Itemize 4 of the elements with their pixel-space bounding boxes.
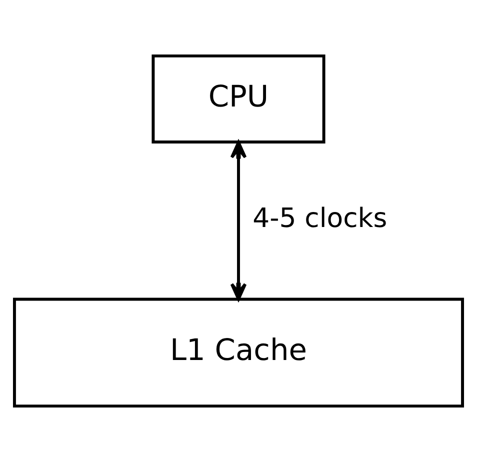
node-box: L1 Cache: [13, 297, 464, 408]
arrow: [230, 140, 247, 300]
node-box: CPU: [152, 54, 326, 143]
edge-label: 4-5 clocks: [252, 202, 388, 234]
